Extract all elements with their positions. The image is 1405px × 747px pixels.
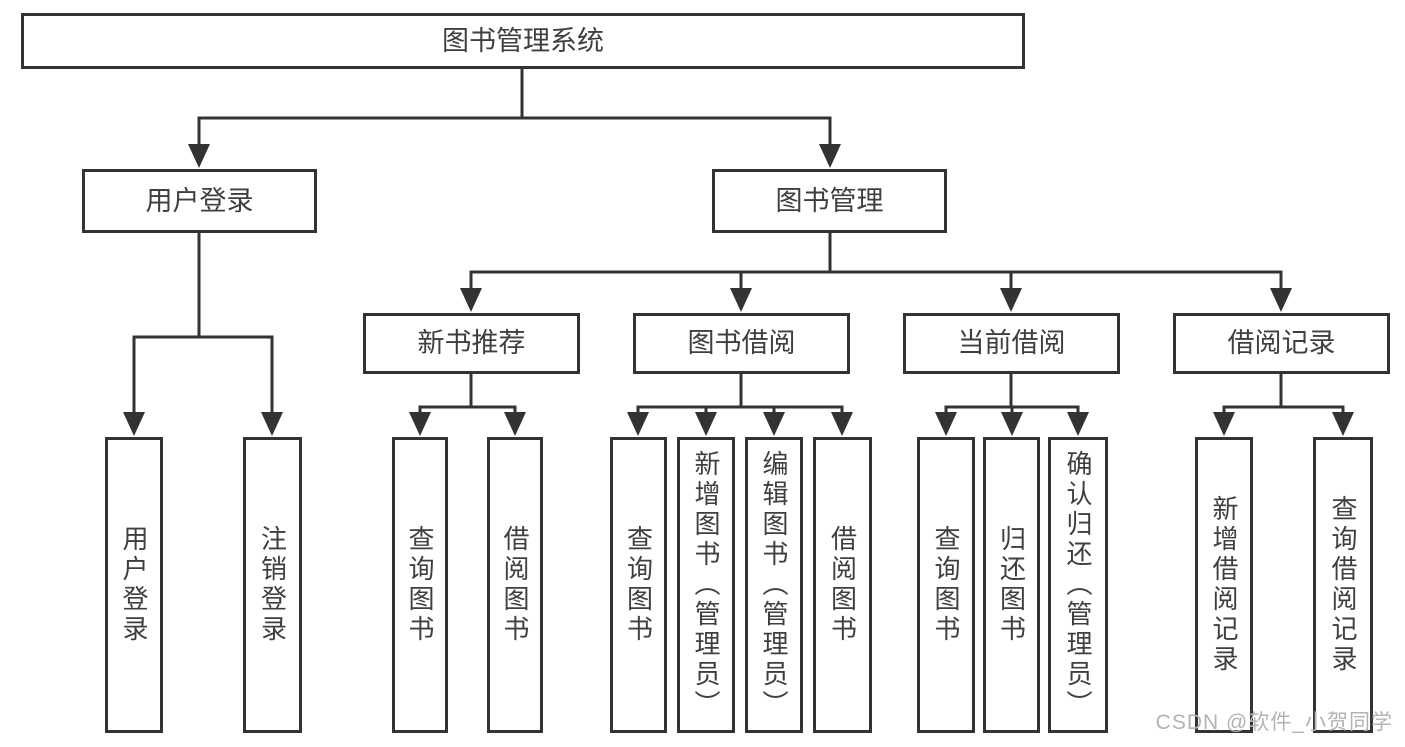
node-current-borrow: 当前借阅: [903, 313, 1120, 374]
leaf-query-books-borrow-label: 查询图书: [623, 525, 654, 645]
edges-new-book-recommend: [418, 374, 517, 414]
arrowheads-current-borrow: [935, 412, 1089, 436]
leaf-user-login-label: 用户登录: [119, 525, 149, 645]
node-borrow-records: 借阅记录: [1173, 313, 1390, 374]
leaf-user-login: 用户登录: [105, 437, 163, 733]
node-book-management-label: 图书管理: [775, 185, 884, 216]
leaf-logout: 注销登录: [243, 437, 302, 733]
arrowheads-book-management: [460, 288, 1292, 312]
node-library-system: 图书管理系统: [21, 13, 1025, 69]
leaf-borrow-books-label: 借阅图书: [827, 525, 858, 645]
node-current-borrow-label: 当前借阅: [957, 328, 1066, 358]
leaf-query-books-current: 查询图书: [917, 437, 975, 733]
leaf-query-books-recommend: 查询图书: [392, 437, 448, 733]
leaf-add-borrow-record: 新增借阅记录: [1195, 437, 1253, 733]
arrowheads-new-book-recommend: [409, 412, 526, 436]
leaf-logout-label: 注销登录: [257, 525, 288, 645]
leaf-return-books: 归还图书: [983, 437, 1040, 733]
edges-book-borrow: [636, 374, 844, 414]
node-borrow-records-label: 借阅记录: [1227, 328, 1336, 358]
leaf-confirm-return-admin: 确认归还（管理员）: [1048, 437, 1108, 733]
arrowheads-book-borrow: [627, 412, 853, 436]
node-user-login-label: 用户登录: [145, 185, 254, 216]
leaf-query-books-recommend-label: 查询图书: [405, 525, 435, 645]
leaf-add-books-admin-label: 新增图书（管理员）: [691, 450, 721, 720]
node-library-system-label: 图书管理系统: [442, 25, 604, 56]
arrowheads-user-login: [123, 412, 283, 436]
node-new-book-recommend: 新书推荐: [363, 313, 580, 374]
leaf-edit-books-admin-label: 编辑图书（管理员）: [759, 450, 789, 720]
node-new-book-recommend-label: 新书推荐: [417, 328, 526, 358]
edges-borrow-records: [1222, 374, 1345, 414]
watermark: CSDN @软件_小贺同学: [1155, 711, 1393, 734]
leaf-borrow-books: 借阅图书: [813, 437, 872, 733]
leaf-add-borrow-record-label: 新增借阅记录: [1209, 495, 1239, 675]
leaf-borrow-books-recommend: 借阅图书: [487, 437, 543, 733]
edges-current-borrow: [944, 374, 1080, 414]
arrowheads-borrow-records: [1213, 412, 1354, 436]
edges-root: [197, 69, 832, 146]
edges-user-login: [132, 233, 274, 414]
leaf-query-borrow-record: 查询借阅记录: [1313, 437, 1373, 733]
node-book-borrow: 图书借阅: [633, 313, 850, 374]
arrowheads-root: [188, 144, 841, 168]
leaf-query-books-current-label: 查询图书: [931, 525, 961, 645]
leaf-borrow-books-recommend-label: 借阅图书: [500, 525, 530, 645]
edges-book-management: [469, 233, 1283, 290]
node-book-management: 图书管理: [712, 169, 947, 233]
leaf-query-books-borrow: 查询图书: [610, 437, 667, 733]
leaf-query-borrow-record-label: 查询借阅记录: [1328, 495, 1358, 675]
leaf-return-books-label: 归还图书: [996, 525, 1027, 645]
node-book-borrow-label: 图书借阅: [687, 328, 796, 358]
leaf-edit-books-admin: 编辑图书（管理员）: [745, 437, 803, 733]
node-user-login: 用户登录: [82, 169, 317, 233]
leaf-confirm-return-admin-label: 确认归还（管理员）: [1063, 450, 1093, 720]
leaf-add-books-admin: 新增图书（管理员）: [677, 437, 735, 733]
